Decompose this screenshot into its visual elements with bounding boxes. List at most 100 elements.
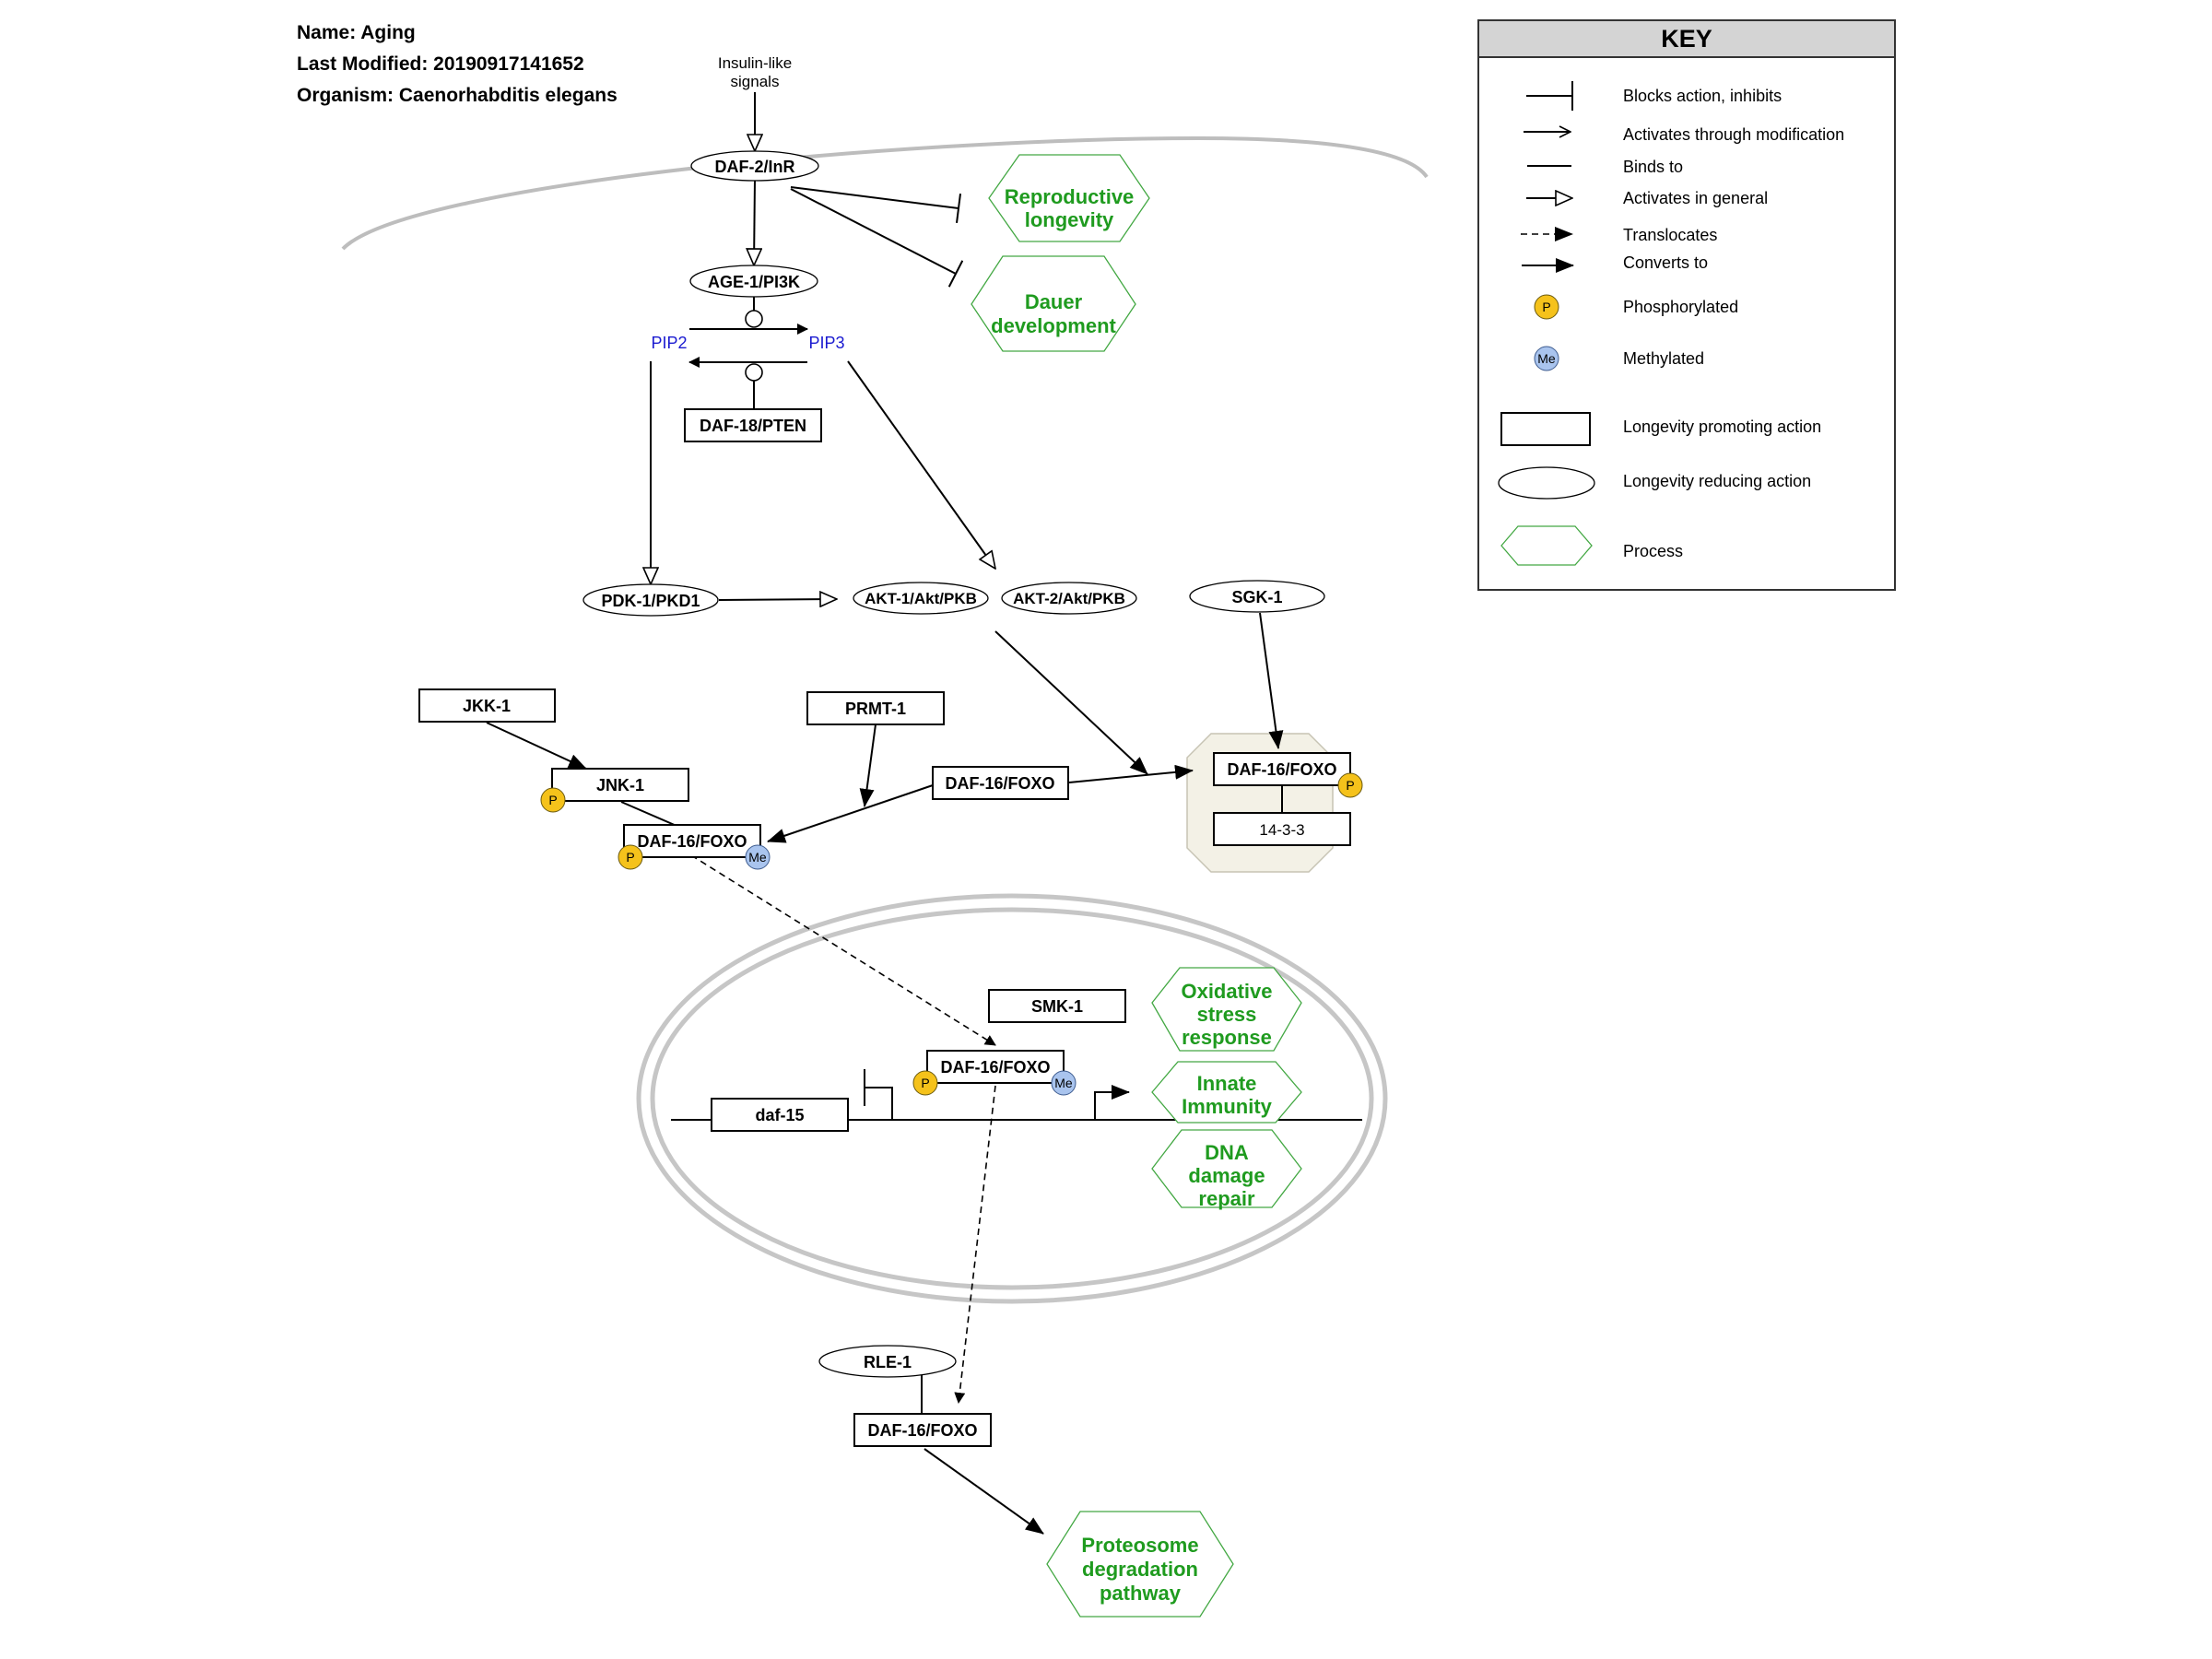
pathway-name: Name: Aging: [297, 22, 416, 43]
daf16a-shape: [932, 766, 1069, 800]
jkk1-label: JKK-1: [463, 697, 511, 715]
node-daf16-degraded[interactable]: DAF-16/FOXO: [853, 1413, 992, 1447]
nucleus-outer: [636, 893, 1388, 1304]
pdk1-shape: [582, 583, 719, 617]
methyl-badge-daf16c: Me: [745, 844, 771, 870]
phospho-badge-daf16b: P: [1337, 772, 1363, 798]
phospho-badge-jnk1-label: P: [548, 793, 557, 807]
organism: Organism: Caenorhabditis elegans: [297, 85, 618, 106]
process-dauer-development[interactable]: Dauer development: [971, 255, 1136, 352]
legend-item-process: Process: [1623, 542, 1683, 560]
node-rle1[interactable]: RLE-1: [818, 1345, 957, 1378]
jnk1-shape: [551, 768, 689, 802]
process-proteosome-degradation[interactable]: Proteosome degradation pathway: [1046, 1511, 1234, 1618]
node-daf16-modified[interactable]: DAF-16/FOXO: [623, 824, 761, 858]
edge-jnk1-daf16c: [620, 801, 677, 827]
node-smk1[interactable]: SMK-1: [988, 989, 1126, 1023]
ox-label-1: Oxidative: [1181, 980, 1272, 1003]
node-daf18[interactable]: DAF-18/PTEN: [684, 408, 822, 442]
node-sgk1[interactable]: SGK-1: [1189, 580, 1325, 613]
edge-daf2-repro: [790, 186, 961, 223]
ox-label-2: stress: [1197, 1003, 1257, 1026]
dauer-label-1: Dauer: [1025, 290, 1083, 313]
node-daf16-bound-1433[interactable]: DAF-16/FOXO: [1213, 752, 1351, 786]
edges: [486, 92, 1362, 1535]
phospho-badge-daf16d-label: P: [921, 1076, 929, 1090]
legend-phospho-symbol: [1534, 294, 1559, 320]
akt2-label: AKT-2/Akt/PKB: [1013, 590, 1125, 607]
dna-shape: [1151, 1129, 1302, 1208]
legend-promoting-symbol: [1500, 412, 1591, 446]
daf2-shape: [690, 150, 819, 182]
daf16c-shape: [623, 824, 761, 858]
prot-label-2: degradation: [1082, 1558, 1198, 1581]
node-akt2[interactable]: AKT-2/Akt/PKB: [1001, 582, 1137, 615]
node-daf2[interactable]: DAF-2/InR: [690, 150, 819, 182]
dauer-label-2: development: [991, 314, 1116, 337]
node-jkk1[interactable]: JKK-1: [418, 688, 556, 723]
legend-item-inhibit: Blocks action, inhibits: [1623, 87, 1782, 105]
phospho-badge-daf16b-label: P: [1346, 778, 1354, 793]
edge-akt-daf16b: [994, 630, 1148, 775]
process-oxidative-stress-response[interactable]: Oxidative stress response: [1151, 967, 1302, 1052]
innate-label-1: Innate: [1197, 1072, 1257, 1095]
node-daf16-cytoplasm[interactable]: DAF-16/FOXO: [932, 766, 1069, 800]
cell-membrane: [341, 135, 1429, 251]
daf16d-label: DAF-16/FOXO: [940, 1058, 1050, 1077]
dna-label-2: damage: [1188, 1164, 1265, 1187]
pip3-label[interactable]: PIP3: [808, 334, 844, 352]
pdk1-label: PDK-1/PKD1: [601, 592, 700, 610]
process-dna-damage-repair[interactable]: DNA damage repair: [1151, 1129, 1302, 1210]
node-pdk1[interactable]: PDK-1/PKD1: [582, 583, 719, 617]
methyl-badge-daf16d-label: Me: [1054, 1076, 1073, 1090]
dna-label-3: repair: [1198, 1187, 1255, 1210]
ox-shape: [1151, 967, 1302, 1052]
prot-shape: [1046, 1511, 1234, 1618]
node-jnk1[interactable]: JNK-1: [551, 768, 689, 802]
node-14-3-3[interactable]: 14-3-3: [1213, 812, 1351, 846]
catalysis-circle-pten: [745, 363, 763, 382]
daf16b-shape: [1213, 752, 1351, 786]
insulin-signals-line1: Insulin-like: [718, 54, 792, 72]
daf15-label: daf-15: [755, 1106, 804, 1124]
dna-label-1: DNA: [1205, 1141, 1249, 1164]
daf16a-label: DAF-16/FOXO: [945, 774, 1054, 793]
edge-daf2-age1: [754, 178, 755, 265]
repro-shape: [988, 154, 1150, 242]
age1-label: AGE-1/PI3K: [708, 273, 800, 291]
insulin-signals-line2: signals: [731, 73, 780, 90]
node-daf16-nucleus[interactable]: DAF-16/FOXO: [926, 1050, 1065, 1084]
phospho-badge-daf16c: P: [618, 844, 643, 870]
daf16b-label: DAF-16/FOXO: [1227, 760, 1336, 779]
process-innate-immunity[interactable]: Innate Immunity: [1151, 1061, 1302, 1124]
nucleus-inner: [650, 907, 1374, 1290]
daf16c-label: DAF-16/FOXO: [637, 832, 747, 851]
node-age1[interactable]: AGE-1/PI3K: [689, 265, 818, 298]
daf16e-shape: [853, 1413, 992, 1447]
repro-label-1: Reproductive: [1005, 185, 1135, 208]
legend-item-translocates: Translocates: [1623, 226, 1717, 244]
process-reproductive-longevity[interactable]: Reproductive longevity: [988, 154, 1150, 242]
edge-daf16d-daf16e-translocate: [954, 1085, 996, 1404]
target-gene-promoter: [1094, 1085, 1130, 1120]
legend-item-binds: Binds to: [1623, 158, 1683, 176]
legend-title: KEY: [1661, 25, 1712, 53]
innate-label-2: Immunity: [1182, 1095, 1273, 1118]
b1433-label: 14-3-3: [1259, 821, 1304, 839]
daf16d-shape: [926, 1050, 1065, 1084]
pip2-label[interactable]: PIP2: [651, 334, 687, 352]
header: Name: Aging Last Modified: 2019091714165…: [297, 22, 618, 106]
node-daf15[interactable]: daf-15: [711, 1098, 849, 1132]
legend-header: [1477, 19, 1896, 58]
legend-item-converts: Converts to: [1623, 253, 1708, 272]
phospho-badge-daf16d: P: [912, 1070, 938, 1096]
prot-label-1: Proteosome: [1081, 1534, 1198, 1557]
phospho-badge-jnk1: P: [540, 787, 566, 813]
node-prmt1[interactable]: PRMT-1: [806, 691, 945, 725]
legend-methyl-symbol: [1534, 346, 1559, 371]
edge-pdk1-akt1: [718, 599, 837, 600]
legend: KEY Blocks action, inhibits Activates th…: [1477, 19, 1896, 591]
node-akt1[interactable]: AKT-1/Akt/PKB: [853, 582, 989, 615]
edge-daf16c-daf16d-translocate: [690, 854, 996, 1046]
prmt1-shape: [806, 691, 945, 725]
